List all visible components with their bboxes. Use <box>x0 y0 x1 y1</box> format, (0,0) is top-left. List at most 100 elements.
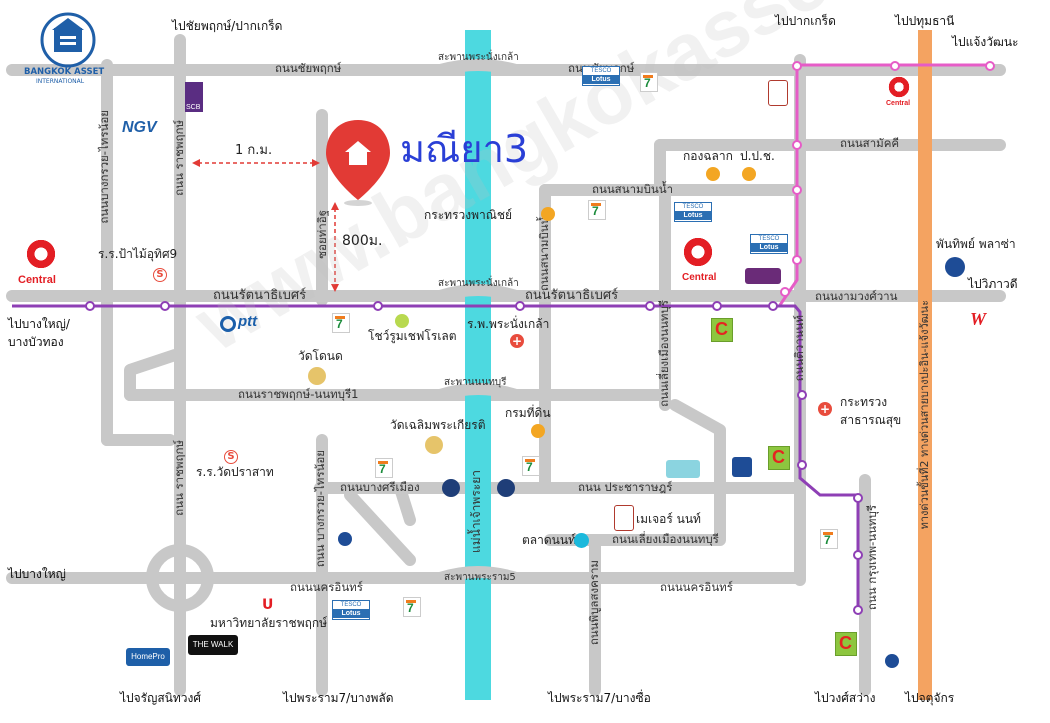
bridge-phranangklao-top <box>438 59 518 76</box>
station-dot <box>890 61 900 71</box>
hotel-logo: W <box>970 309 987 329</box>
station-dot <box>712 301 722 311</box>
phanthip-logo-icon <box>945 257 965 277</box>
tesco-text: TESCO <box>590 68 612 74</box>
government-icon <box>531 424 545 438</box>
bridge-phranangklao-mid <box>438 284 518 302</box>
station-dot <box>792 255 802 265</box>
ptt-label: ptt <box>238 313 258 330</box>
tesco-text: TESCO <box>340 602 362 608</box>
direction-top-left: ไปชัยพฤกษ์/ปากเกร็ด <box>172 19 283 33</box>
road-label-liangmuang: ถนนเลี่ยงเมืองนนทบุรี <box>612 532 719 546</box>
popo-label: ป.ป.ช. <box>740 149 775 163</box>
road-liangmuang <box>544 399 726 546</box>
station-dot <box>853 493 863 503</box>
road-label-liangmuang-v: ถนนเลี่ยงเมืองนนทบุรี <box>657 300 671 407</box>
market-icon <box>574 533 589 548</box>
road-label-samakkhi: ถนนสามัคคี <box>840 136 900 150</box>
road-label-expressway: ทางด่วนขั้นที่2 ทางด่วนสายบางปะอิน-แจ้งว… <box>918 300 931 530</box>
temple-icon <box>308 367 326 385</box>
government-icon <box>742 167 756 181</box>
scb-logo-icon <box>185 82 203 112</box>
road-label-phibunsongkhram: ถนนพิบูลสงคราม <box>587 560 601 646</box>
university-label: มหาวิทยาลัยราชพฤกษ์ <box>210 616 328 630</box>
road-label-chaiyaphruek-left: ถนนชัยพฤกษ์ <box>275 61 342 75</box>
arrowhead <box>331 202 339 210</box>
river-label: แม่น้ำเจ้าพระยา <box>469 470 483 554</box>
station-dot <box>792 61 802 71</box>
direction-bottom4: ไปวงศ์สว่าง <box>815 691 876 705</box>
health-ministry-label2: สาธารณสุข <box>840 413 902 427</box>
road-label-bangkruai-sainoi2: ถนน บางกรวย-ไทรน้อย <box>313 450 327 568</box>
road-label-ratchaphruek-nonthaburi: ถนนราชพฤกษ์-นนทบุรี1 <box>238 387 359 401</box>
lotus-text: Lotus <box>675 211 711 220</box>
road-label-nakhonin-right: ถนนนครอินทร์ <box>660 580 733 594</box>
distance-m-label: 800ม. <box>342 233 383 249</box>
school2-label: ร.ร.วัดปราสาท <box>196 465 274 479</box>
road-label-rattanathibet-right: ถนนรัตนาธิเบศร์ <box>525 288 619 303</box>
ngv-logo: NGV <box>122 119 157 136</box>
road-diag2 <box>394 482 416 526</box>
kongslak-label: กองฉลาก <box>683 149 733 163</box>
station-dot <box>645 301 655 311</box>
roundabout <box>146 544 214 612</box>
seven-eleven-icon <box>640 72 658 92</box>
road-label-ratchaphruek2: ถนน ราชพฤกษ์ <box>172 440 186 516</box>
road-label-soi-tha-it: ซอยท่าอิฐ <box>315 210 329 259</box>
logo-text: BANGKOK ASSET <box>24 67 105 77</box>
major-logo-icon <box>768 80 788 106</box>
hospital-label: ร.พ.พระนั่งเกล้า <box>467 317 550 331</box>
big-c-icon <box>768 446 790 470</box>
ptt-station-icon <box>338 532 352 546</box>
station-dot <box>85 301 95 311</box>
logo-emblem-icon <box>40 12 96 68</box>
road-label-rattanathibet-left: ถนนรัตนาธิเบศร์ <box>213 288 307 303</box>
commerce-label: กระทรวงพาณิชย์ <box>424 208 513 222</box>
road-label-krungthep-nonthaburi: ถนน กรุงเทพ-นนทบุรี <box>865 505 879 611</box>
direction-bottom1: ไปจรัญสนิทวงศ์ <box>120 691 202 705</box>
big-c-icon <box>711 318 733 342</box>
tesco-text: TESCO <box>758 236 780 242</box>
temple-icon <box>425 436 443 454</box>
station-dot <box>515 301 525 311</box>
station-dot <box>797 460 807 470</box>
school1-label: ร.ร.ป้าไม้อุทิศ9 <box>98 247 178 261</box>
direction-bottom2: ไปพระราม7/บางพลัด <box>283 691 394 705</box>
road-label-ngamwongwan: ถนนงามวงศ์วาน <box>815 289 898 303</box>
logo-subtext: INTERNATIONAL <box>36 78 85 85</box>
distance-km-label: 1 ก.ม. <box>235 143 273 158</box>
station-dot <box>768 301 778 311</box>
bangkok-asset-logo: BANGKOK ASSET INTERNATIONAL <box>22 10 114 88</box>
arrowhead <box>331 284 339 292</box>
direction-left-mid: ไปบางใหญ่/ <box>8 317 70 331</box>
arrowhead <box>192 159 200 167</box>
station-dot <box>853 550 863 560</box>
seven-eleven-icon <box>332 313 350 333</box>
seven-eleven-icon <box>375 458 393 478</box>
lotus-text: Lotus <box>333 609 369 618</box>
central-right-label: Central <box>886 100 911 107</box>
road-label-pracharat: ถนน ประชาราษฎร์ <box>578 480 673 494</box>
station-dot <box>792 140 802 150</box>
road-label-bangkruai-sainoi: ถนนบางกรวย-ไทรน้อย <box>97 110 111 224</box>
central-logo-icon <box>23 236 59 272</box>
road-label-bridge-phraram5: สะพานพระราม5 <box>444 572 516 583</box>
phanthip-label: พันทิพย์ พลาซ่า <box>936 237 1016 251</box>
seven-eleven-icon <box>820 529 838 549</box>
lotus-text: Lotus <box>583 75 619 84</box>
university-logo-icon: U <box>262 597 274 613</box>
market-label: ตลาดนนท์ <box>522 533 576 547</box>
station-dot <box>985 61 995 71</box>
road-curve-left <box>124 349 181 401</box>
road-diag1 <box>344 489 416 566</box>
road-label-sanambinnam: ถนนสนามบินน้ำ <box>592 182 674 196</box>
lotus-text: Lotus <box>751 243 787 252</box>
station-dot <box>792 185 802 195</box>
scb-label: SCB <box>186 104 201 111</box>
central-mid-label: Central <box>682 272 717 283</box>
big-c-icon <box>835 632 857 656</box>
wat-chaloem-label: วัดเฉลิมพระเกียรติ <box>390 418 486 432</box>
location-pin-icon <box>326 120 390 206</box>
